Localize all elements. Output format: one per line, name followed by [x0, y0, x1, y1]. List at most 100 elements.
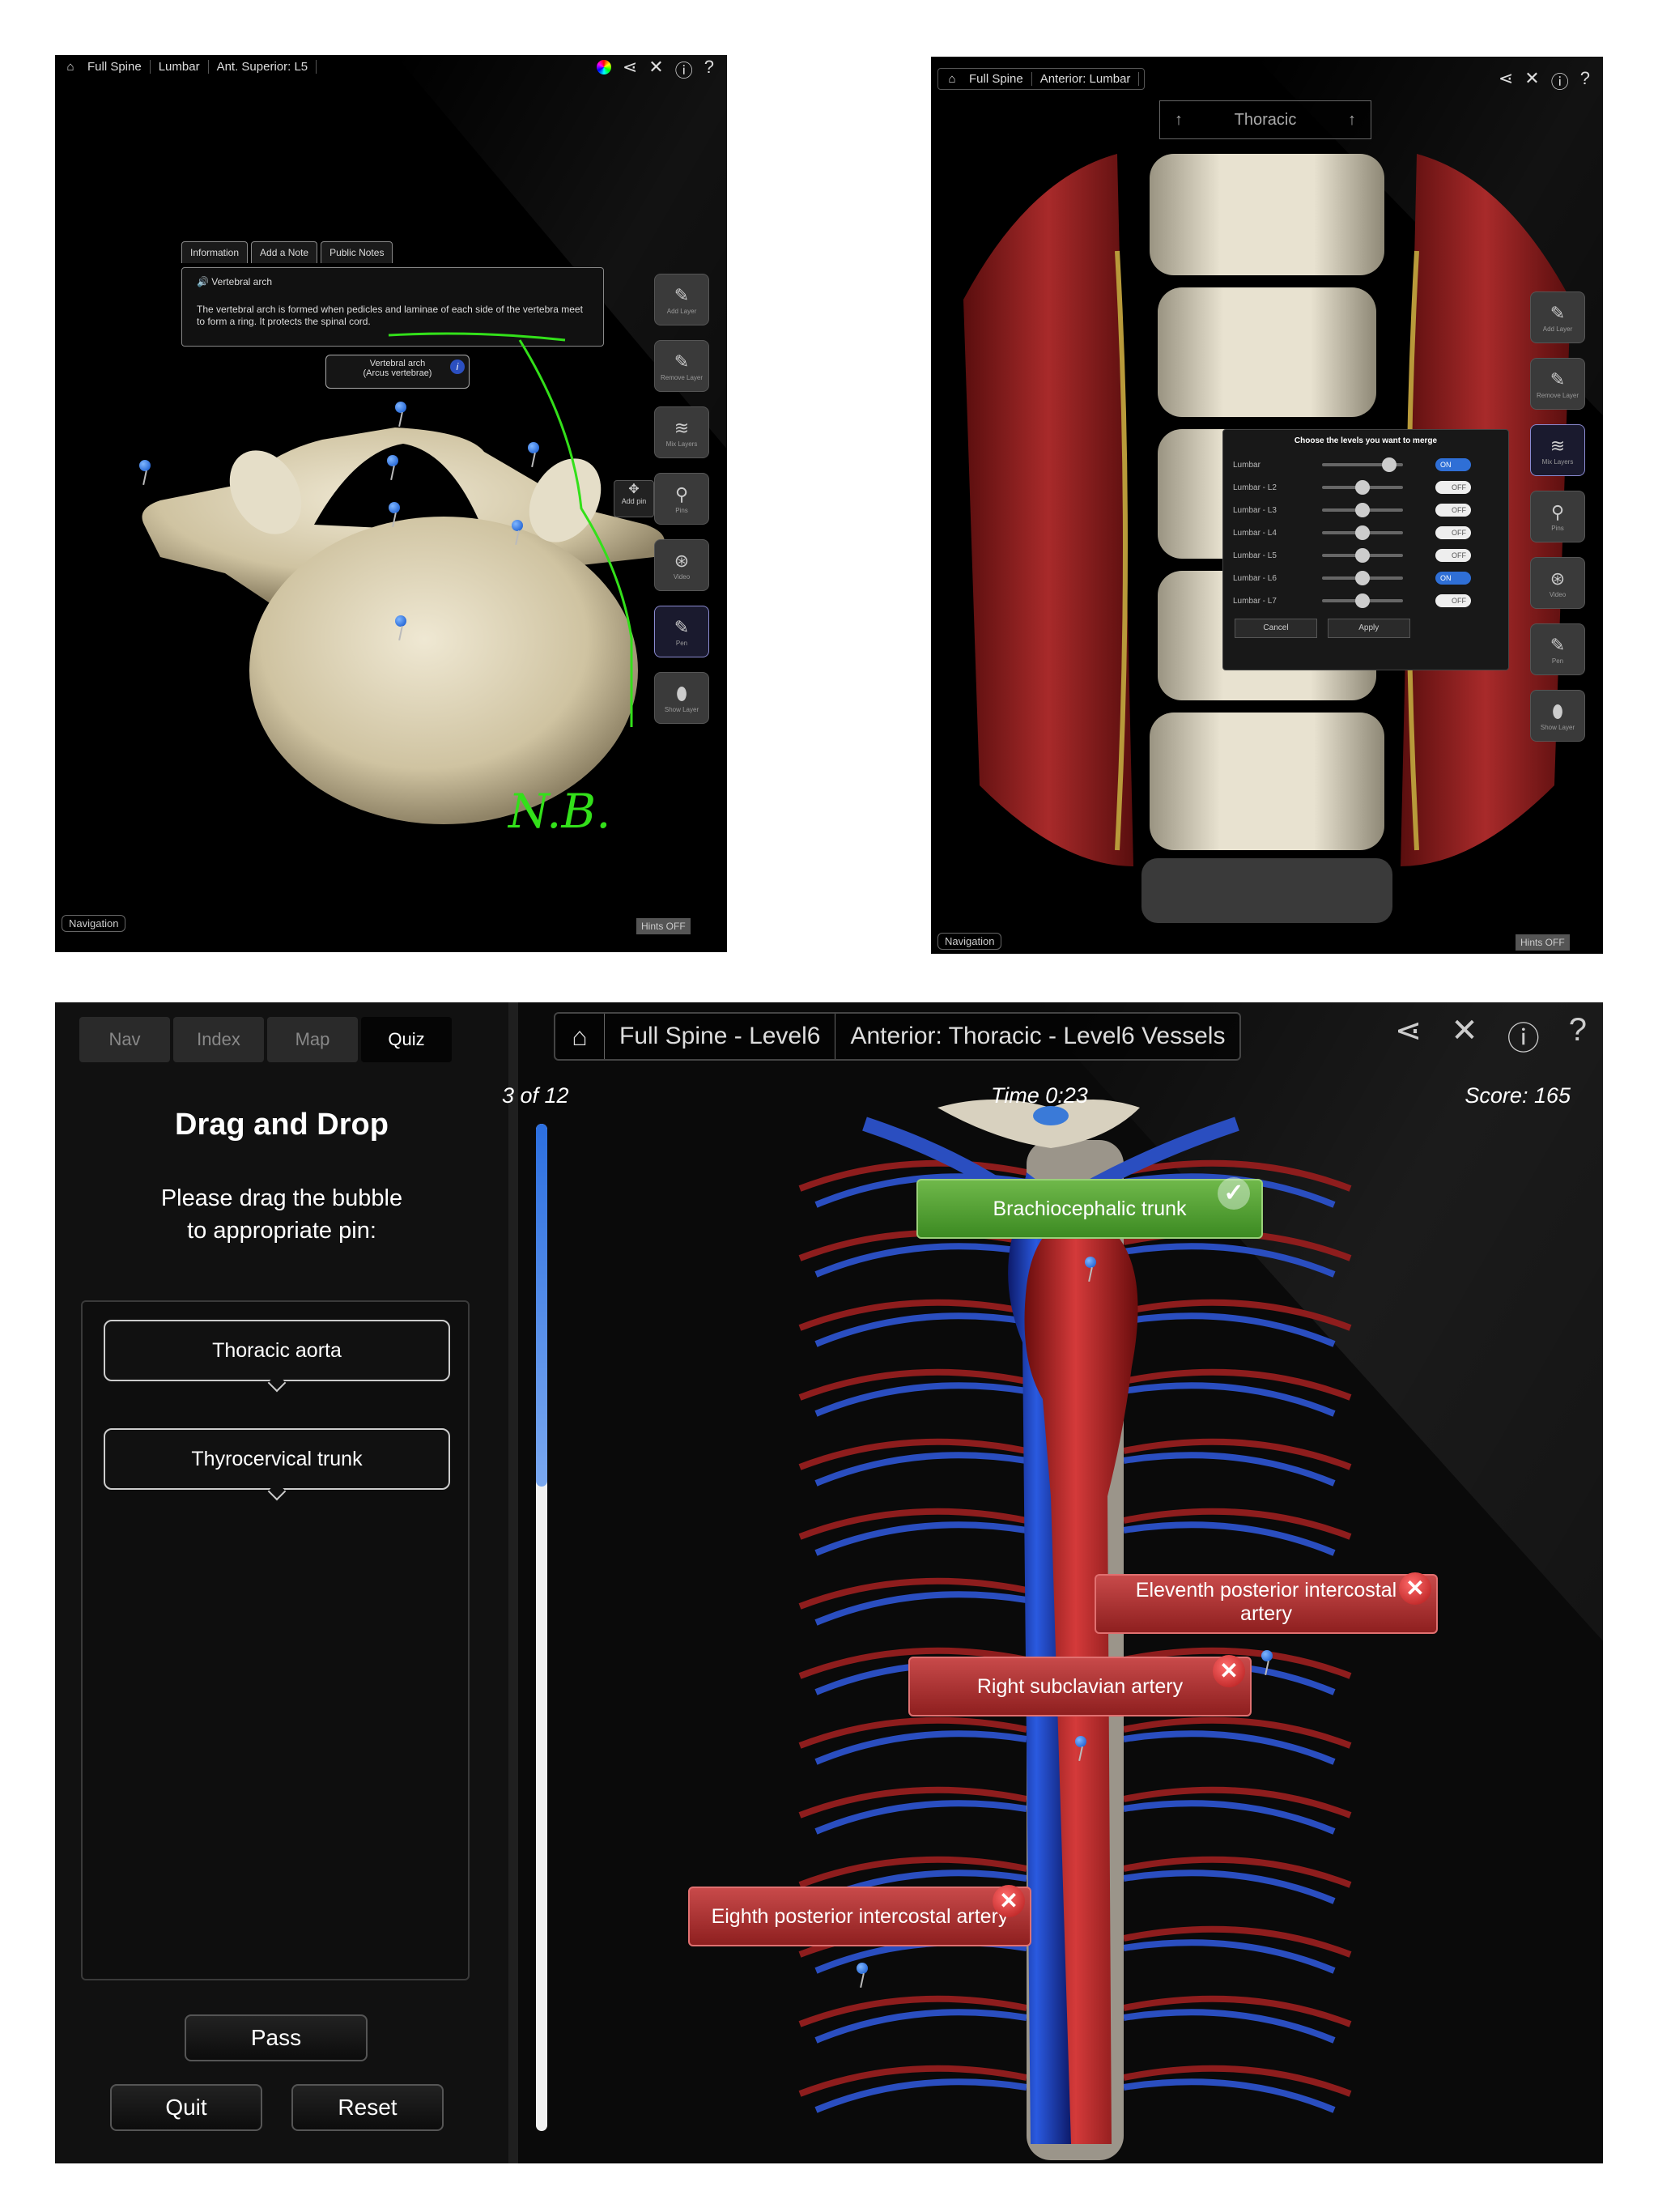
tab-quiz[interactable]: Quiz [361, 1017, 452, 1062]
level-toggle[interactable]: OFF [1435, 594, 1471, 607]
navigation-button[interactable]: Navigation [937, 933, 1002, 950]
cancel-button[interactable]: Cancel [1235, 619, 1317, 638]
slider-knob[interactable] [1355, 525, 1370, 540]
tools-icon[interactable]: ✕ [1451, 1013, 1478, 1049]
help-icon[interactable]: ? [704, 57, 714, 77]
info-icon[interactable]: ⓘ [674, 61, 693, 81]
level-toggle[interactable]: ON [1435, 458, 1471, 471]
slider-knob[interactable] [1381, 457, 1397, 472]
speaker-icon[interactable]: 🔊 [197, 276, 209, 287]
add-layer-button[interactable]: ✎Add Layer [654, 274, 709, 325]
help-icon[interactable]: ? [1568, 1012, 1587, 1048]
pin-marker[interactable] [1075, 1736, 1086, 1747]
film-reel-icon: ⊛ [674, 550, 690, 571]
structure-label-bubble[interactable]: Vertebral arch (Arcus vertebrae) [325, 355, 470, 389]
info-icon[interactable]: i [450, 359, 465, 374]
pin-marker[interactable] [395, 402, 406, 413]
breadcrumb-item[interactable]: Lumbar [151, 60, 209, 74]
opacity-slider[interactable] [1322, 571, 1403, 585]
video-button[interactable]: ⊛Video [1530, 557, 1585, 609]
pin-marker[interactable] [139, 460, 151, 471]
color-wheel-icon[interactable] [596, 60, 611, 74]
apply-button[interactable]: Apply [1327, 619, 1410, 638]
wrong-answer-label[interactable]: Right subclavian artery [908, 1657, 1252, 1716]
slider-knob[interactable] [1355, 480, 1370, 495]
pin-marker[interactable] [857, 1963, 868, 1974]
share-icon[interactable]: ⋖ [622, 57, 638, 77]
pen-button[interactable]: ✎Pen [1530, 623, 1585, 675]
slider-knob[interactable] [1355, 571, 1370, 585]
answer-bubble[interactable]: Thoracic aorta [104, 1320, 450, 1381]
breadcrumb-item[interactable]: Full Spine [79, 60, 151, 74]
pin-marker[interactable] [528, 442, 539, 453]
slider-knob[interactable] [1355, 548, 1370, 563]
tab-add-note[interactable]: Add a Note [251, 241, 318, 263]
pin-marker[interactable] [387, 455, 398, 466]
show-layer-button[interactable]: ⬮Show Layer [1530, 690, 1585, 742]
tab-information[interactable]: Information [181, 241, 249, 263]
level-toggle[interactable]: OFF [1435, 481, 1471, 494]
opacity-slider[interactable] [1322, 525, 1403, 540]
mix-layers-button[interactable]: ≋Mix Layers [1530, 424, 1585, 476]
remove-layer-button[interactable]: ✎Remove Layer [654, 340, 709, 392]
show-layer-button[interactable]: ⬮Show Layer [654, 672, 709, 724]
video-button[interactable]: ⊛Video [654, 539, 709, 591]
level-toggle[interactable]: OFF [1435, 504, 1471, 517]
breadcrumb-item[interactable]: Full Spine - Level6 [605, 1014, 836, 1059]
level-toggle[interactable]: OFF [1435, 549, 1471, 562]
home-icon[interactable]: ⌂ [555, 1014, 605, 1059]
help-icon[interactable]: ? [1579, 68, 1590, 88]
pin-marker[interactable] [389, 502, 400, 513]
arrow-up-icon[interactable]: ↑ [1347, 110, 1356, 129]
tab-public-notes[interactable]: Public Notes [321, 241, 393, 263]
home-icon[interactable]: ⌂ [948, 72, 956, 86]
pins-button[interactable]: ⚲Pins [654, 473, 709, 525]
opacity-slider[interactable] [1322, 593, 1403, 608]
correct-answer-label[interactable]: Brachiocephalic trunk [916, 1179, 1263, 1239]
opacity-slider[interactable] [1322, 548, 1403, 563]
hints-toggle[interactable]: Hints OFF [1516, 934, 1570, 951]
level-toggle[interactable]: OFF [1435, 526, 1471, 539]
opacity-slider[interactable] [1322, 480, 1403, 495]
breadcrumb-item[interactable]: Anterior: Thoracic - Level6 Vessels [850, 1023, 1226, 1049]
tools-icon[interactable]: ✕ [1524, 68, 1540, 88]
hints-toggle[interactable]: Hints OFF [636, 918, 691, 934]
remove-layer-button[interactable]: ✎Remove Layer [1530, 358, 1585, 410]
tools-icon[interactable]: ✕ [648, 57, 664, 77]
breadcrumb-item[interactable]: Full Spine [961, 72, 1032, 86]
add-pin-button[interactable]: ✥ Add pin [614, 480, 654, 517]
opacity-slider[interactable] [1322, 457, 1403, 472]
mix-layers-button[interactable]: ≋Mix Layers [654, 406, 709, 458]
arrow-up-icon[interactable]: ↑ [1175, 110, 1183, 129]
level-toggle[interactable]: ON [1435, 572, 1471, 585]
level-label: Lumbar - L7 [1233, 596, 1277, 606]
rib-vessel [1123, 2009, 1336, 2044]
share-icon[interactable]: ⋖ [1498, 68, 1514, 88]
pin-marker[interactable] [512, 520, 523, 531]
quit-button[interactable]: Quit [110, 2084, 262, 2131]
pins-button[interactable]: ⚲Pins [1530, 491, 1585, 542]
tab-index[interactable]: Index [173, 1017, 264, 1062]
breadcrumb-item[interactable]: Ant. Superior: L5 [209, 60, 317, 74]
wrong-answer-label[interactable]: Eleventh posterior intercostal artery [1095, 1574, 1438, 1634]
reset-button[interactable]: Reset [291, 2084, 444, 2131]
tab-map[interactable]: Map [267, 1017, 358, 1062]
pin-marker[interactable] [395, 615, 406, 627]
pass-button[interactable]: Pass [185, 2014, 368, 2061]
slider-knob[interactable] [1355, 593, 1370, 608]
navigation-button[interactable]: Navigation [62, 915, 126, 932]
info-icon[interactable]: ⓘ [1507, 1021, 1540, 1057]
add-layer-button[interactable]: ✎Add Layer [1530, 291, 1585, 343]
wrong-answer-label[interactable]: Eighth posterior intercostal artery [688, 1887, 1031, 1946]
answer-bubble[interactable]: Thyrocervical trunk [104, 1428, 450, 1490]
pen-button[interactable]: ✎Pen [654, 606, 709, 657]
share-icon[interactable]: ⋖ [1394, 1013, 1422, 1049]
info-icon[interactable]: ⓘ [1550, 72, 1569, 92]
pin-marker[interactable] [1085, 1257, 1096, 1268]
breadcrumb-item[interactable]: Anterior: Lumbar [1032, 72, 1140, 86]
tab-nav[interactable]: Nav [79, 1017, 170, 1062]
opacity-slider[interactable] [1322, 503, 1403, 517]
pin-marker[interactable] [1261, 1650, 1273, 1661]
slider-knob[interactable] [1355, 503, 1370, 517]
home-icon[interactable]: ⌂ [66, 60, 74, 74]
